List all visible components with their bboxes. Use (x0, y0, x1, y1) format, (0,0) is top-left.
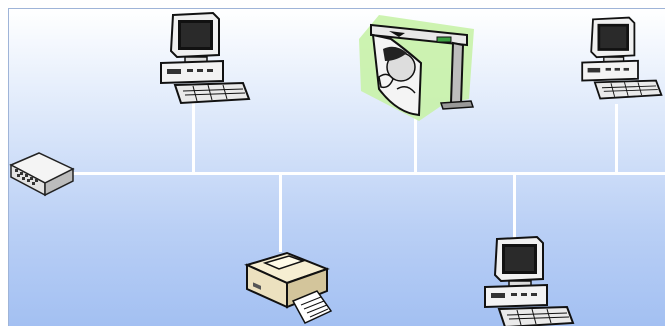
network-hub-icon (9, 149, 75, 199)
drop-cable-computer-top-right (615, 104, 618, 174)
drop-cable-computer-bottom-right (513, 174, 516, 240)
plotter-icon (349, 9, 484, 124)
bus-cable (71, 172, 665, 175)
desktop-computer-icon (477, 235, 577, 326)
drop-cable-computer-top-left (192, 101, 195, 174)
drop-cable-printer (279, 174, 282, 252)
printer-icon (241, 245, 333, 325)
desktop-computer-icon (153, 11, 253, 106)
desktop-computer-icon (575, 11, 665, 106)
network-diagram (8, 8, 665, 326)
